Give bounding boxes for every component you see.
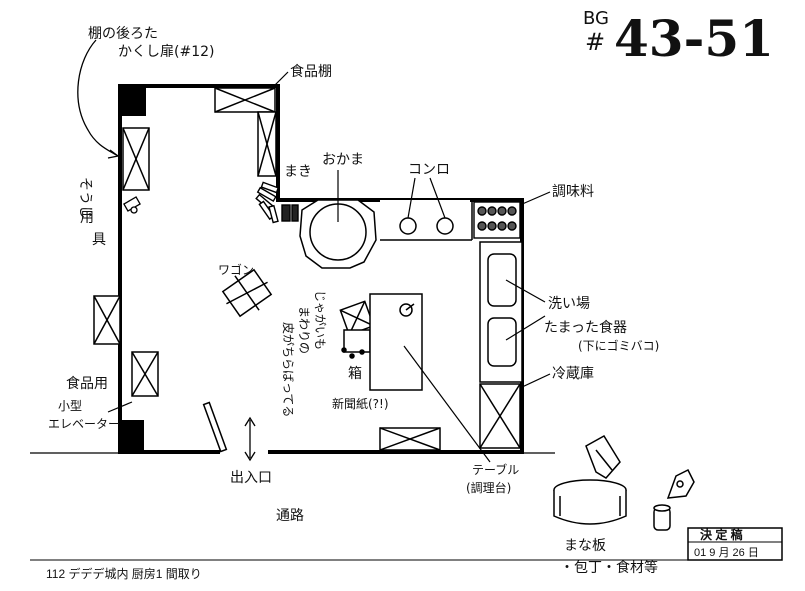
hidden-door-label-line1: 棚の後ろた (88, 26, 158, 42)
wall-pillar-bottom (122, 420, 144, 452)
bg-number: 43-51 (614, 9, 774, 68)
corridor-label: 通路 (276, 508, 304, 524)
cleaning-label-1: そうじ (77, 177, 93, 219)
page-caption: 112 デデデ城内 厨房1 間取り (46, 566, 202, 581)
sink-label-2: たまった食器 (544, 319, 627, 336)
oven-pot (299, 199, 377, 269)
hidden-door (122, 127, 150, 191)
box-label: 箱 (348, 366, 362, 382)
sink-label-1: 洗い場 (548, 296, 590, 312)
potato-box (339, 300, 375, 359)
left-wall-cabinet (93, 295, 121, 345)
cleaning-label-3: 具 (92, 232, 106, 248)
sink-counter (479, 241, 523, 383)
seasoning-label: 調味料 (552, 184, 594, 200)
stamp-date: 01 9 月 26 日 (694, 547, 759, 559)
hidden-door-pointer (77, 39, 119, 157)
entrance-arrow (244, 416, 256, 462)
seasoning-shelf (473, 201, 521, 239)
seasoning-pointer (519, 191, 551, 206)
kitchen-table (369, 293, 423, 391)
sink-pointer-b (505, 315, 546, 341)
bottom-counter (379, 427, 441, 451)
hidden-door-label-line2: かくし扉(#12) (118, 44, 214, 60)
food-shelf (214, 87, 277, 177)
props-label-1: まな板 (564, 538, 606, 554)
stove-pointer-a (407, 177, 416, 219)
newspaper-label: 新聞紙(?!) (332, 396, 389, 411)
sink-pointer-a (505, 279, 546, 303)
approval-stamp: 決 定 稿 01 9 月 26 日 (687, 527, 783, 561)
stove (380, 200, 473, 241)
elevator-label-3: エレベーター (48, 417, 120, 431)
wagon (221, 268, 273, 318)
elevator-label-2: 小型 (58, 399, 82, 413)
food-shelf-label: 食品棚 (290, 63, 332, 80)
table-pointer (403, 345, 491, 463)
food-shelf-pointer (269, 71, 289, 91)
cleaning-tools (123, 196, 141, 214)
pot-label: おかま (322, 152, 364, 168)
elevator-pointer (107, 401, 133, 413)
cleaning-label-2: 用 (80, 210, 94, 226)
hidden-door-arrowhead (107, 149, 120, 159)
fridge-pointer (519, 373, 551, 389)
entrance-door (202, 401, 228, 453)
elevator-label-1: 食品用 (66, 375, 108, 392)
potato-label-2: まわりの (297, 306, 311, 354)
sink-label-3: (下にゴミバコ) (578, 338, 659, 353)
firewood-label: まき (284, 164, 312, 180)
wagon-label: ワゴン (218, 262, 254, 277)
stove-pointer-b (429, 177, 446, 219)
fridge-label: 冷蔵庫 (552, 365, 594, 382)
walls (118, 84, 524, 454)
potato-label-3: 皮がちらばってる (281, 322, 296, 417)
firewood-pile (255, 181, 299, 224)
props-label-2: ・包丁・食材等 (560, 559, 658, 576)
stamp-title: 決 定 稿 (700, 527, 743, 542)
fridge (479, 383, 521, 449)
bg-hash: # (585, 28, 605, 56)
entrance-label: 出入口 (230, 470, 272, 486)
stove-label: コンロ (408, 162, 450, 178)
food-elevator (131, 351, 159, 397)
props-illustration (553, 434, 695, 531)
table-label-2: (調理台) (466, 480, 511, 495)
bg-prefix: BG (583, 8, 609, 29)
potato-label-1: じゃがいも (313, 290, 328, 350)
table-label-1: テーブル (472, 462, 519, 477)
wall-pillar-top (120, 86, 146, 116)
